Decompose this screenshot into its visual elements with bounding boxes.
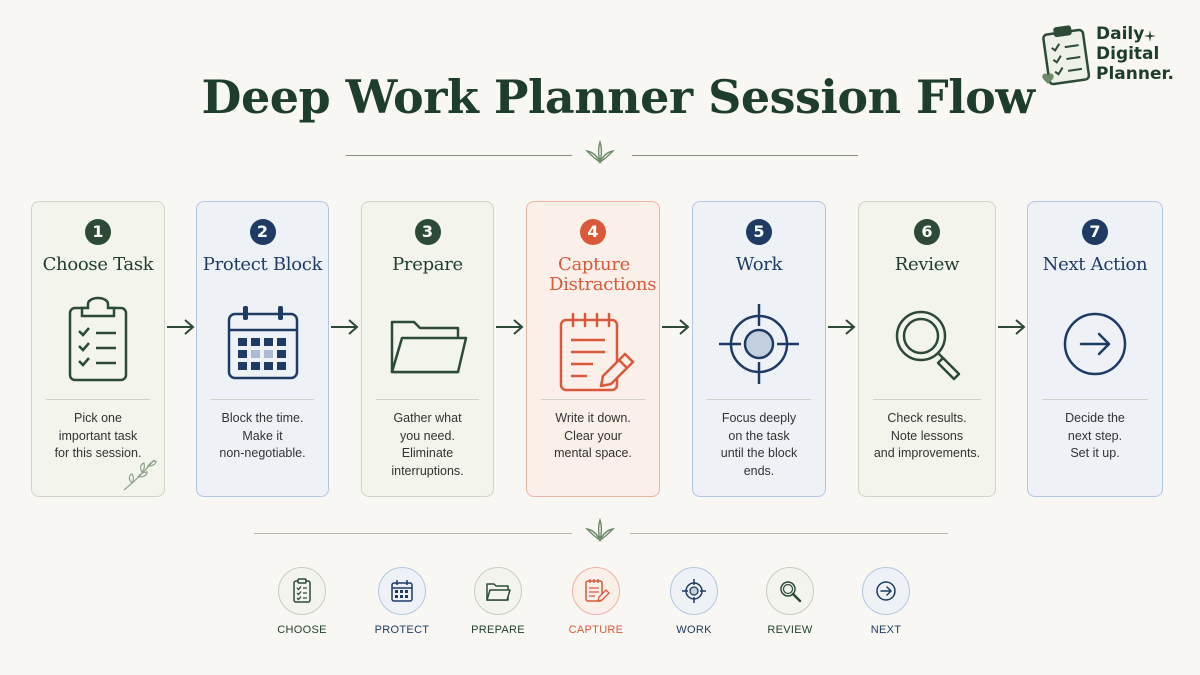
card-divider — [376, 399, 479, 400]
step-title: Choose Task — [42, 254, 154, 275]
mini-label-capture: CAPTURE — [568, 624, 624, 636]
bottom-divider-left — [254, 533, 572, 534]
flow-arrow-icon — [662, 319, 690, 335]
card-divider — [707, 399, 811, 400]
step-number-badge: 5 — [746, 219, 772, 245]
card-divider — [46, 399, 150, 400]
arrow-circle-icon — [1063, 312, 1127, 376]
card-divider — [1042, 399, 1148, 400]
notepad-pencil-icon — [559, 312, 635, 392]
card-divider — [211, 399, 314, 400]
card-divider — [541, 399, 645, 400]
mini-label-prepare: PREPARE — [471, 624, 525, 636]
step-number-badge: 4 — [580, 219, 606, 245]
mini-label-review: REVIEW — [767, 624, 813, 636]
flow-arrow-icon — [496, 319, 524, 335]
mini-step-capture — [572, 567, 620, 615]
step-title: Protect Block — [202, 254, 323, 275]
arrow-circle-icon — [876, 581, 896, 601]
mini-step-review — [766, 567, 814, 615]
mini-label-next: NEXT — [870, 624, 902, 636]
target-icon — [719, 304, 799, 384]
flow-arrow-icon — [167, 319, 195, 335]
bottom-divider-right — [630, 533, 948, 534]
magnifier-icon — [895, 310, 961, 381]
step-title: Next Action — [1042, 254, 1148, 275]
title-divider-left — [346, 155, 572, 156]
mini-step-choose — [278, 567, 326, 615]
flow-arrow-icon — [998, 319, 1026, 335]
mini-label-work: WORK — [676, 624, 712, 636]
folder-icon — [390, 320, 467, 374]
step-number-badge: 7 — [1082, 219, 1108, 245]
clipboard-checklist-icon — [293, 578, 311, 603]
leaf-decoration-icon — [123, 459, 157, 491]
clipboard-checklist-icon — [68, 296, 128, 382]
mini-label-protect: PROTECT — [374, 624, 430, 636]
step-card-capture-distractions: 4 Capture Distractions Write it down.Cle… — [526, 201, 660, 497]
page-title: Deep Work Planner Session Flow — [201, 70, 1035, 124]
mini-step-next — [862, 567, 910, 615]
mini-label-choose: CHOOSE — [277, 624, 327, 636]
mini-step-protect — [378, 567, 426, 615]
leaf-sprig-icon — [585, 518, 615, 542]
logo-text: Daily Digital Planner. — [1096, 24, 1174, 84]
step-number-badge: 2 — [249, 219, 276, 245]
step-title: Review — [894, 254, 960, 275]
title-divider-right — [632, 155, 858, 156]
step-number-badge: 3 — [414, 219, 441, 245]
mini-step-work — [670, 567, 718, 615]
flow-arrow-icon — [828, 319, 856, 335]
flow-arrow-icon — [331, 319, 359, 335]
step-title: Work — [735, 254, 783, 275]
card-divider — [873, 399, 981, 400]
step-number-badge: 1 — [85, 219, 111, 245]
logo-clipboard-icon — [1042, 25, 1091, 86]
leaf-sprig-icon — [585, 140, 615, 164]
notepad-pencil-icon — [585, 579, 610, 602]
magnifier-icon — [780, 581, 802, 603]
step-title: Prepare — [392, 254, 463, 275]
step-number-badge: 6 — [914, 219, 940, 245]
step-title: Capture Distractions — [549, 254, 657, 295]
calendar-icon — [227, 306, 298, 380]
target-icon — [682, 579, 706, 603]
sparkle-icon — [1144, 30, 1156, 42]
calendar-icon — [391, 580, 413, 602]
logo: Daily Digital Planner. — [1038, 18, 1188, 98]
folder-icon — [486, 583, 511, 601]
mini-step-prepare — [474, 567, 522, 615]
